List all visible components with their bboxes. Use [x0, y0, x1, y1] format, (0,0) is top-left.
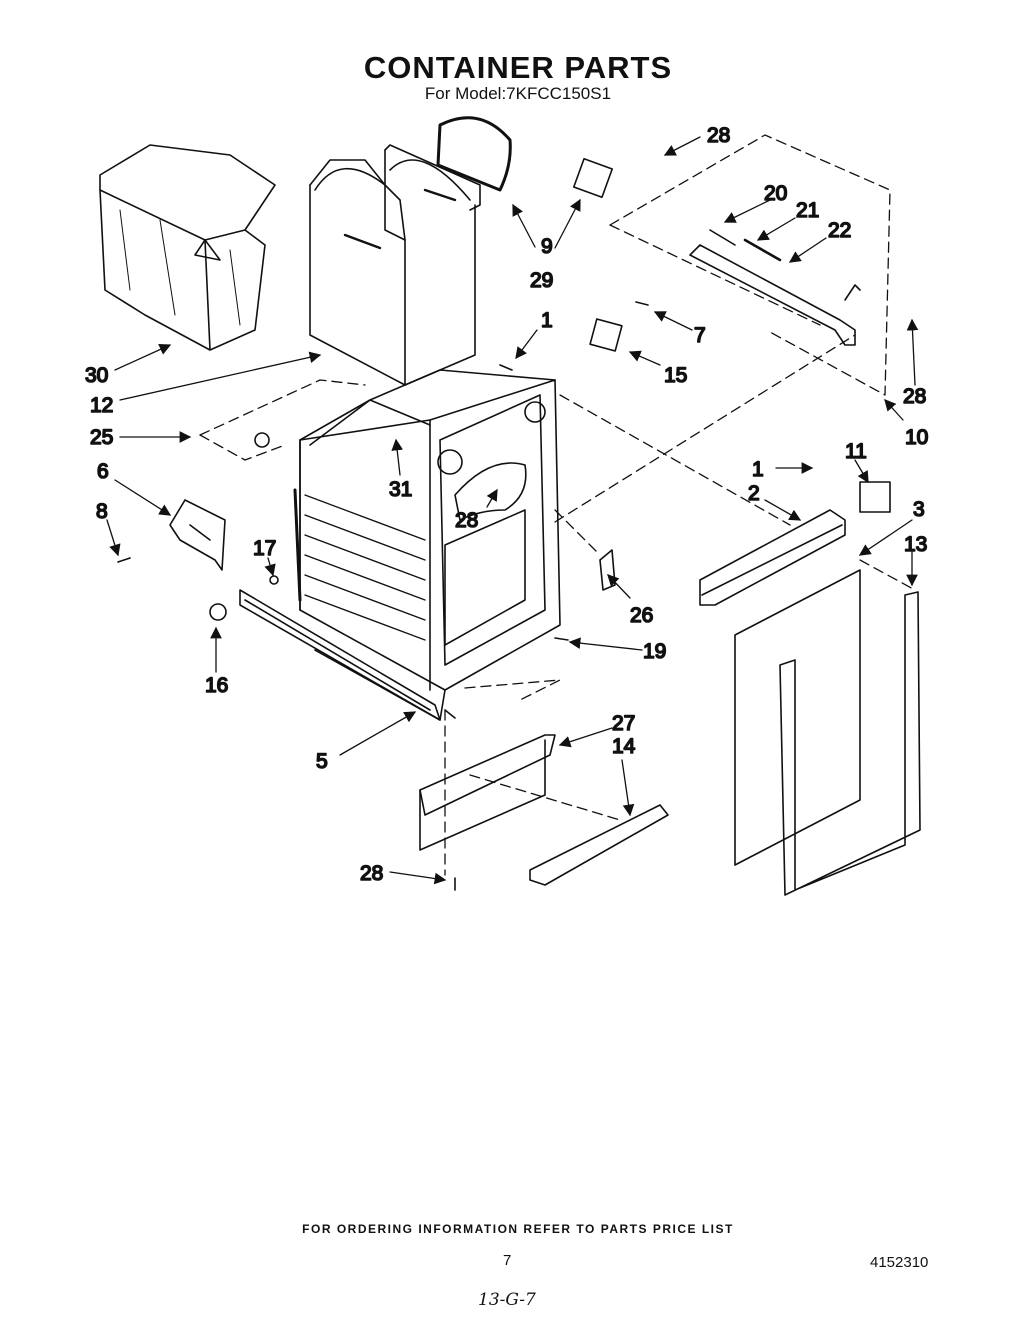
bracket-part-15: [589, 318, 623, 352]
toe-plate-assembly: [419, 709, 669, 886]
screw-part-19: [554, 637, 569, 641]
callout-28-top: 28: [707, 124, 730, 147]
catch-part: [859, 481, 891, 513]
bottom-rail-part: [239, 589, 441, 721]
document-number: 4152310: [870, 1254, 929, 1271]
handwritten-note: 13-G-7: [478, 1290, 536, 1310]
model-subtitle: For Model:7KFCC150S1: [424, 84, 612, 103]
callout-10: 10: [905, 426, 928, 449]
callout-26: 26: [630, 604, 653, 627]
ordering-info-note: FOR ORDERING INFORMATION REFER TO PARTS …: [302, 1222, 734, 1236]
leader-arrows: [106, 136, 919, 885]
bag-holder-part: [309, 144, 481, 386]
callout-3: 3: [913, 498, 925, 521]
screw-part-1: [499, 364, 513, 371]
callout-31: 31: [389, 478, 412, 501]
callout-8: 8: [96, 500, 108, 523]
callout-28-bottom: 28: [360, 862, 383, 885]
callout-2: 2: [748, 482, 760, 505]
knob-part-25: [254, 432, 270, 448]
hinge-part: [169, 499, 226, 571]
screw-part-8: [117, 557, 131, 563]
callout-17: 17: [253, 537, 276, 560]
container-cabinet: [293, 369, 561, 721]
assembly-guide-lines: [199, 134, 916, 876]
clip-part: [599, 549, 616, 591]
trash-bag-part: [99, 144, 276, 351]
door-frame-part: [779, 591, 921, 896]
callout-1-right: 1: [752, 458, 764, 481]
callout-7: 7: [694, 324, 706, 347]
knob-part: [209, 603, 227, 621]
callout-28-right: 28: [903, 385, 926, 408]
callout-14: 14: [612, 735, 636, 758]
callout-16: 16: [205, 674, 228, 697]
handle-rail-part: [699, 509, 846, 606]
callout-15: 15: [664, 364, 687, 387]
door-panel-part: [734, 569, 861, 866]
callout-1-top: 1: [541, 309, 553, 332]
latch-assembly: [572, 157, 861, 346]
page-number: 7: [503, 1252, 512, 1269]
callout-21: 21: [796, 199, 819, 222]
callout-12: 12: [90, 394, 113, 417]
callout-13: 13: [904, 533, 927, 556]
nut-part: [269, 575, 279, 585]
callout-19: 19: [643, 640, 666, 663]
callout-29: 29: [530, 269, 553, 292]
callout-9: 9: [541, 235, 553, 258]
callout-27: 27: [612, 712, 635, 735]
callout-11: 11: [845, 440, 867, 463]
callout-30: 30: [85, 364, 108, 387]
screw-part-7: [635, 301, 649, 306]
diagram-title: CONTAINER PARTS: [363, 50, 673, 85]
callout-5: 5: [316, 750, 328, 773]
callout-25: 25: [90, 426, 113, 449]
gasket-part: [436, 116, 512, 192]
callout-20: 20: [764, 182, 787, 205]
callout-22: 22: [828, 219, 851, 242]
callout-28-mid: 28: [455, 509, 478, 532]
callout-6: 6: [97, 460, 109, 483]
